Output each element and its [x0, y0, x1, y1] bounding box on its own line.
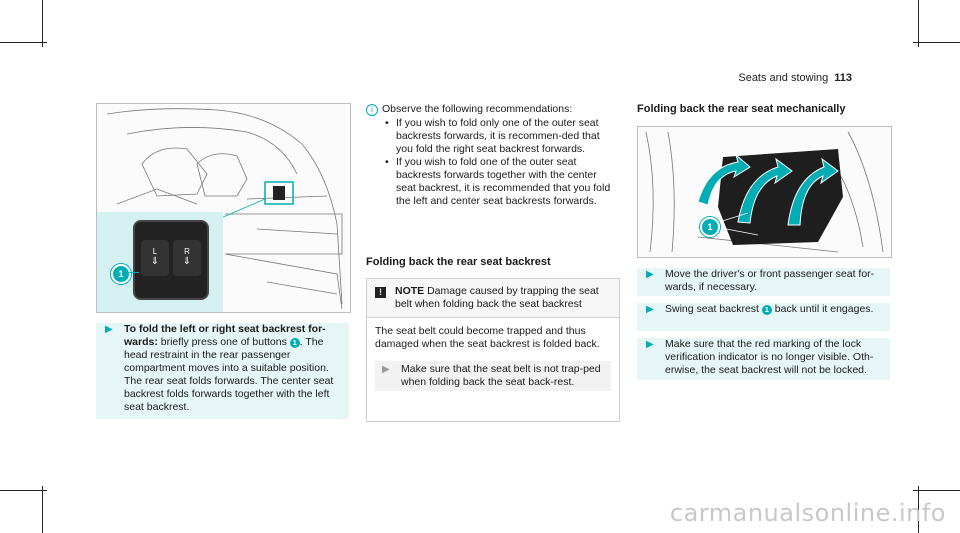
- step-text: Swing seat backrest 1 back until it enga…: [665, 303, 886, 316]
- callout-ref: 1: [289, 338, 300, 348]
- step-arrow-icon: ▶: [646, 269, 654, 280]
- section-title: Folding back the rear seat backrest: [366, 256, 551, 268]
- page-number: 113: [834, 72, 852, 84]
- right-seat-button[interactable]: R ⇓: [173, 240, 201, 276]
- note-step-text: Make sure that the seat belt is not trap…: [401, 363, 601, 388]
- crop-mark: [42, 486, 43, 533]
- note-body: The seat belt could become trapped and t…: [375, 325, 600, 350]
- step-text-part: . The head restraint in the rear passeng…: [124, 336, 334, 413]
- fold-arrow: [737, 157, 793, 224]
- callout-ref: 1: [761, 305, 772, 315]
- fold-arrow: [787, 157, 839, 226]
- section-name: Seats and stowing: [738, 72, 829, 84]
- trunk-illustration: L ⇓ R ⇓ 1: [96, 103, 351, 313]
- step-text: To fold the left or right seat backrest …: [124, 323, 345, 414]
- seat-icon: ⇓: [150, 256, 160, 267]
- callout-line: [129, 272, 139, 273]
- crop-mark: [0, 42, 47, 43]
- step-arrow-icon: ▶: [646, 304, 654, 315]
- instruction-step: ▶ To fold the left or right seat backres…: [96, 323, 349, 419]
- instruction-step: ▶ Make sure that the red marking of the …: [637, 338, 890, 380]
- button-location: [273, 186, 285, 200]
- note-box: ! NOTE Damage caused by trapping the sea…: [366, 278, 620, 422]
- crop-mark: [42, 0, 43, 47]
- observe-line: i Observe the following recommendations:: [366, 103, 618, 116]
- instruction-step: ▶ Swing seat backrest 1 back until it en…: [637, 303, 890, 331]
- step-heading: To fold the left or right seat backrest …: [124, 323, 326, 348]
- button-right-label: R: [184, 247, 190, 256]
- list-item: If you wish to fold one of the outer sea…: [382, 156, 618, 208]
- button-left-label: L: [152, 247, 158, 256]
- crop-mark: [913, 490, 960, 491]
- seat-icon: ⇓: [182, 256, 192, 267]
- crop-mark: [918, 486, 919, 533]
- fold-arrow: [697, 153, 751, 206]
- watermark: carmanualsonline.info: [669, 499, 946, 527]
- button-panel: L ⇓ R ⇓: [133, 220, 209, 300]
- rear-seat-drawing: [645, 131, 884, 253]
- crop-mark: [0, 490, 47, 491]
- step-text-part: briefly press one of buttons: [157, 336, 290, 348]
- step-text-part: back until it engages.: [771, 303, 874, 315]
- rear-seat-illustration: 1: [637, 126, 892, 258]
- recommendation-block: i Observe the following recommendations:…: [366, 103, 618, 208]
- callout-1: 1: [700, 217, 720, 237]
- step-text: Make sure that the red marking of the lo…: [665, 338, 874, 376]
- note-header: ! NOTE Damage caused by trapping the sea…: [367, 279, 619, 318]
- step-arrow-icon: ▶: [646, 339, 654, 350]
- step-arrow-icon: ▶: [382, 364, 390, 375]
- recommendation-list: If you wish to fold only one of the oute…: [382, 117, 618, 208]
- note-step: ▶ Make sure that the seat belt is not tr…: [375, 361, 611, 391]
- instruction-step: ▶ Move the driver's or front passenger s…: [637, 268, 890, 296]
- callout-1: 1: [111, 264, 131, 284]
- info-icon: i: [366, 104, 378, 116]
- list-item: If you wish to fold only one of the oute…: [382, 117, 618, 156]
- step-arrow-icon: ▶: [105, 324, 113, 335]
- note-title: Damage caused by trapping the seat belt …: [395, 285, 599, 310]
- note-label: NOTE: [395, 285, 425, 297]
- crop-mark: [918, 0, 919, 47]
- button-highlight-frame: [264, 181, 294, 205]
- warning-icon: !: [375, 287, 386, 298]
- section-title: Folding back the rear seat mechanically: [637, 103, 846, 115]
- step-text-part: Swing seat backrest: [665, 303, 762, 315]
- crop-mark: [913, 42, 960, 43]
- step-text: Move the driver's or front passenger sea…: [665, 268, 875, 293]
- left-seat-button[interactable]: L ⇓: [141, 240, 169, 276]
- page-header: Seats and stowing 113: [738, 72, 852, 84]
- observe-text: Observe the following recommendations:: [382, 103, 573, 115]
